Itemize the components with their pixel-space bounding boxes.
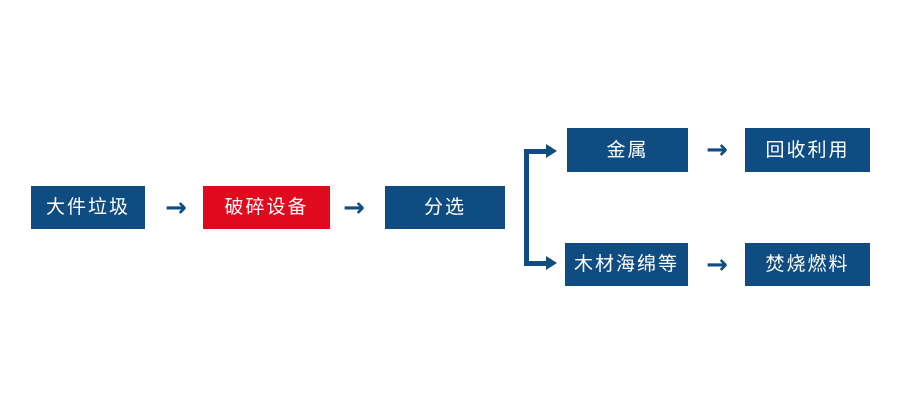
arrow-right-icon-crushing-to-sorting: → — [339, 193, 369, 223]
node-label: 大件垃圾 — [45, 197, 130, 218]
node-label: 破碎设备 — [224, 197, 309, 218]
arrow-glyph: → — [706, 135, 728, 165]
node-metal[interactable]: 金属 — [567, 128, 688, 172]
node-label: 回收利用 — [765, 139, 850, 161]
node-crushing-equipment[interactable]: 破碎设备 — [203, 186, 330, 229]
node-label: 木材海绵等 — [573, 254, 679, 275]
branch-arrowhead-lower-icon — [546, 256, 557, 270]
branch-arrowhead-upper-icon — [546, 144, 557, 158]
branch-trunk-line — [524, 150, 529, 266]
branch-stem-lower — [524, 261, 548, 266]
arrow-glyph: → — [706, 250, 728, 280]
node-label: 金属 — [606, 139, 649, 161]
arrow-glyph: → — [343, 193, 365, 223]
node-incineration-fuel[interactable]: 焚烧燃料 — [745, 243, 870, 286]
arrow-glyph: → — [165, 193, 187, 223]
node-recycling[interactable]: 回收利用 — [745, 128, 870, 172]
node-wood-sponge[interactable]: 木材海绵等 — [565, 243, 688, 286]
node-sorting[interactable]: 分选 — [385, 186, 505, 229]
arrow-right-icon-metal-to-recycling: → — [702, 135, 732, 165]
arrow-right-icon-bulky-to-crushing: → — [161, 193, 191, 223]
node-label: 分选 — [423, 197, 466, 218]
arrow-right-icon-wood-to-fuel: → — [702, 250, 732, 280]
node-label: 焚烧燃料 — [765, 254, 850, 275]
node-bulky-waste[interactable]: 大件垃圾 — [31, 186, 145, 229]
branch-stem-upper — [524, 149, 548, 154]
